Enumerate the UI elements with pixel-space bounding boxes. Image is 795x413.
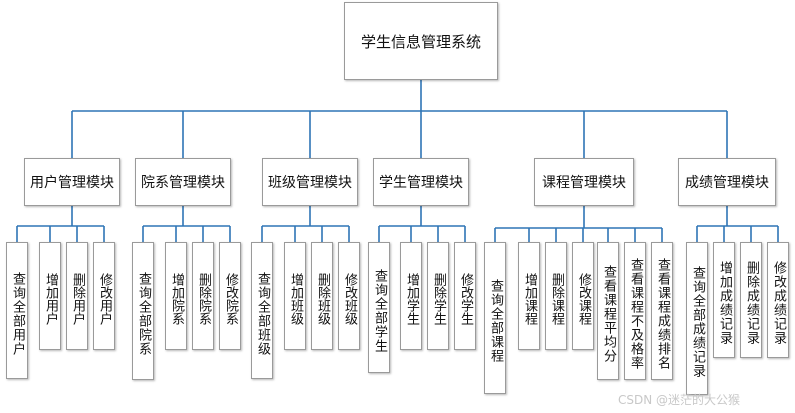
leaf-node: 删除课程 (545, 242, 567, 350)
root-node: 学生信息管理系统 (344, 2, 498, 80)
leaf-node: 增加院系 (165, 242, 187, 350)
leaf-node: 查询全部成绩记录 (686, 242, 708, 395)
leaf-node: 删除班级 (311, 242, 333, 350)
module-node: 班级管理模块 (262, 158, 358, 206)
leaf-node: 查看课程平均分 (597, 242, 619, 380)
module-node: 课程管理模块 (534, 158, 634, 206)
leaf-node: 查看课程成绩排名 (651, 242, 673, 380)
root-node-label: 学生信息管理系统 (360, 32, 481, 51)
module-node: 院系管理模块 (135, 158, 231, 206)
leaf-node: 删除院系 (192, 242, 214, 350)
module-node-label: 院系管理模块 (141, 175, 225, 191)
module-node-label: 课程管理模块 (542, 175, 626, 191)
module-node-label: 用户管理模块 (30, 175, 114, 191)
leaf-node: 增加学生 (400, 242, 422, 350)
watermark: CSDN @迷茫的大公猴 (618, 393, 741, 407)
leaf-node: 删除学生 (427, 242, 449, 350)
leaf-node: 修改学生 (454, 242, 476, 350)
leaf-node: 查询全部班级 (251, 242, 273, 379)
module-node: 成绩管理模块 (678, 158, 776, 206)
leaf-node: 删除成绩记录 (740, 242, 762, 358)
module-node: 学生管理模块 (373, 158, 469, 206)
module-node-label: 成绩管理模块 (685, 175, 769, 191)
leaf-node: 查询全部用户 (6, 242, 28, 379)
leaf-node: 修改院系 (219, 242, 241, 350)
leaf-node: 修改班级 (338, 242, 360, 350)
leaf-node: 增加班级 (284, 242, 306, 350)
module-node: 用户管理模块 (24, 158, 120, 206)
leaf-node: 增加课程 (518, 242, 540, 350)
module-node-label: 学生管理模块 (379, 175, 463, 191)
leaf-node: 增加用户 (39, 242, 61, 350)
leaf-node: 查看课程不及格率 (624, 242, 646, 380)
leaf-node: 修改课程 (572, 242, 594, 350)
leaf-node: 查询全部课程 (484, 242, 506, 394)
leaf-node: 删除用户 (66, 242, 88, 350)
leaf-node: 修改用户 (93, 242, 115, 350)
leaf-node: 查询全部院系 (132, 242, 154, 380)
leaf-node: 查询全部学生 (368, 242, 390, 373)
module-node-label: 班级管理模块 (268, 175, 352, 191)
leaf-node: 修改成绩记录 (767, 242, 789, 358)
leaf-node: 增加成绩记录 (713, 242, 735, 358)
